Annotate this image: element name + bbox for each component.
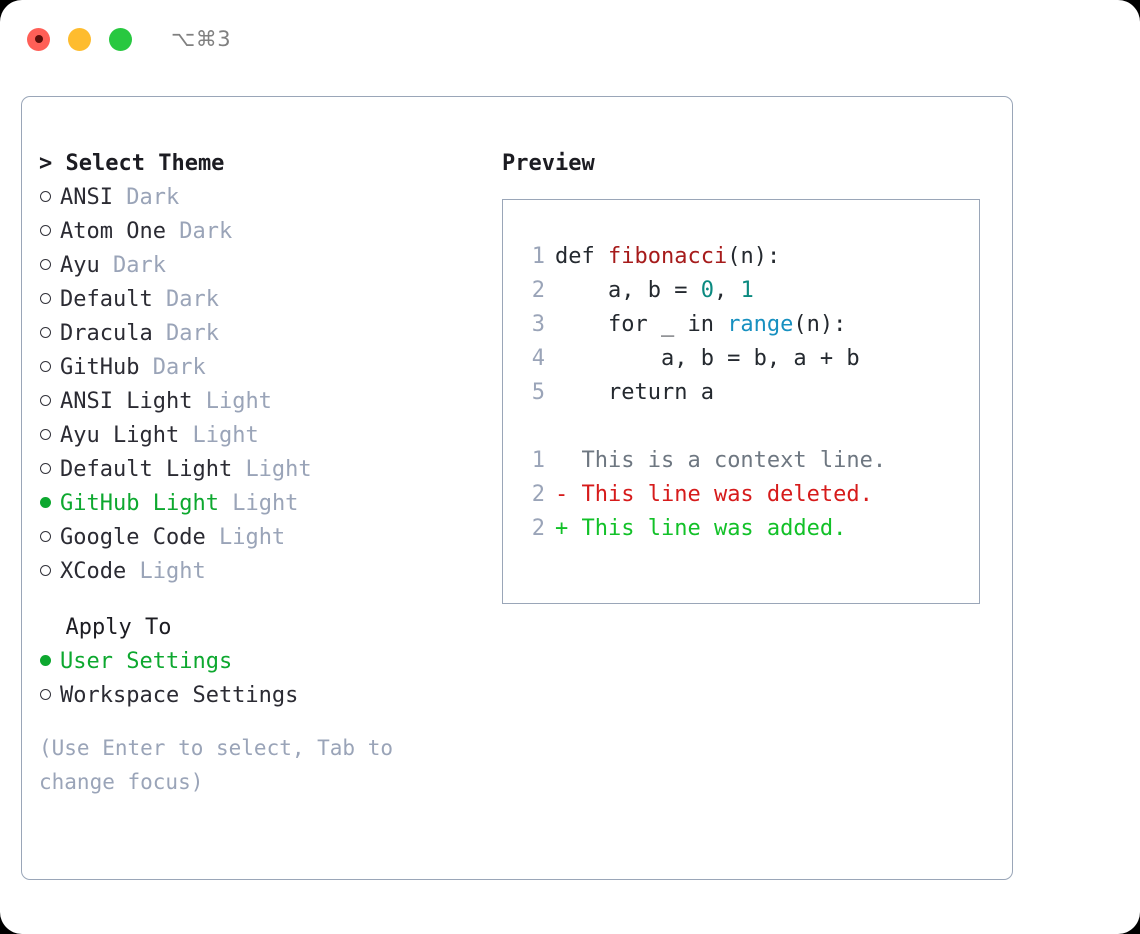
theme-list: ANSI Dark Atom One Dark Ayu Dark Default… bbox=[39, 181, 484, 589]
theme-option[interactable]: GitHub Dark bbox=[39, 351, 484, 385]
keyboard-shortcut-label: ⌥⌘3 bbox=[171, 27, 232, 51]
diff-line-context: 1 This is a context line. bbox=[531, 448, 887, 473]
theme-picker-column: > Select Theme ANSI Dark Atom One Dark A… bbox=[22, 97, 484, 879]
minimize-button[interactable] bbox=[68, 27, 91, 51]
theme-option[interactable]: Default Dark bbox=[39, 283, 484, 317]
code-line: 2 a, b = 0, 1 bbox=[531, 278, 754, 303]
theme-option[interactable]: ANSI Light Light bbox=[39, 385, 484, 419]
title-bar: ⌥⌘3 bbox=[0, 0, 1140, 78]
apply-to-option-user-settings[interactable]: User Settings bbox=[39, 645, 484, 679]
close-button[interactable] bbox=[27, 27, 50, 51]
code-blank-line bbox=[523, 410, 979, 444]
code-line: 5 return a bbox=[531, 380, 714, 405]
select-theme-header: > Select Theme bbox=[39, 151, 225, 176]
diff-line-added: 2+ This line was added. bbox=[531, 516, 847, 541]
dialog-panel: > Select Theme ANSI Dark Atom One Dark A… bbox=[21, 96, 1013, 880]
theme-option[interactable]: Ayu Dark bbox=[39, 249, 484, 283]
apply-to-header: Apply To bbox=[65, 615, 172, 640]
preview-title: Preview bbox=[502, 151, 595, 176]
apply-to-option-workspace-settings[interactable]: Workspace Settings bbox=[39, 679, 484, 713]
traffic-lights bbox=[27, 27, 132, 51]
zoom-button[interactable] bbox=[109, 27, 132, 51]
theme-option[interactable]: Dracula Dark bbox=[39, 317, 484, 351]
keyboard-hint-text: (Use Enter to select, Tab to change focu… bbox=[39, 736, 394, 794]
code-line: 4 a, b = b, a + b bbox=[531, 346, 860, 371]
theme-option[interactable]: Ayu Light Light bbox=[39, 419, 484, 453]
theme-option[interactable]: ANSI Dark bbox=[39, 181, 484, 215]
apply-to-list: User Settings Workspace Settings bbox=[39, 645, 484, 713]
theme-option[interactable]: Default Light Light bbox=[39, 453, 484, 487]
diff-line-deleted: 2- This line was deleted. bbox=[531, 482, 873, 507]
theme-option[interactable]: Google Code Light bbox=[39, 521, 484, 555]
theme-option[interactable]: XCode Light bbox=[39, 555, 484, 589]
theme-option-selected[interactable]: GitHub Light Light bbox=[39, 487, 484, 521]
theme-option[interactable]: Atom One Dark bbox=[39, 215, 484, 249]
code-line: 3 for _ in range(n): bbox=[531, 312, 847, 337]
